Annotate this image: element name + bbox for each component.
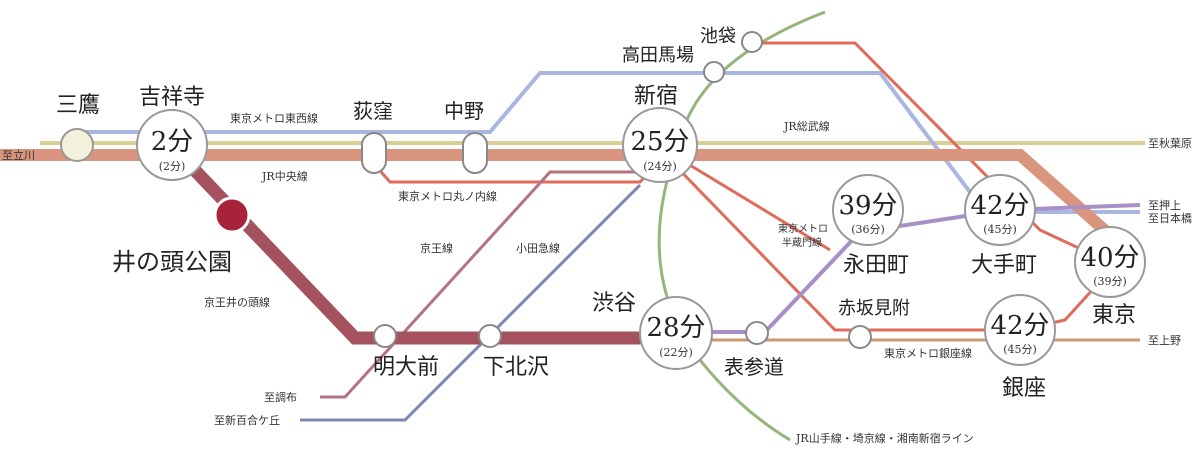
ginza-time: 42分 [990, 311, 1049, 341]
station-nagatacho: 永田町 [843, 253, 909, 278]
dir-akihabara: 至秋葉原 [1148, 136, 1192, 150]
dir-shinyurigaoka: 至新百合ケ丘 [214, 413, 280, 427]
dir-oshiage: 至押上 [1148, 198, 1181, 212]
label-yamanote: JR山手線・埼京線・湘南新宿ライン [795, 431, 974, 445]
keio-line [320, 170, 640, 399]
dir-chofu: 至調布 [264, 390, 297, 404]
station-tokyo: 東京 [1092, 303, 1136, 328]
label-marunouchi: 東京メトロ丸ノ内線 [398, 189, 497, 203]
ogikubo-marker[interactable] [361, 132, 387, 174]
omotesando-marker[interactable] [745, 321, 769, 345]
station-ogikubo: 荻窪 [353, 99, 393, 123]
yamanote-line [657, 10, 826, 442]
otemachi-time: 42分 [970, 191, 1029, 221]
tokyo-time-circle[interactable] [1074, 226, 1146, 298]
dir-nihonbashi: 至日本橋 [1148, 211, 1192, 225]
nagatacho-time-circle[interactable] [832, 174, 904, 246]
dir-ueno: 至上野 [1148, 334, 1181, 347]
label-inokashira: 京王井の頭線 [204, 295, 270, 309]
label-hanzomon-2: 半蔵門線 [782, 236, 822, 249]
station-shibuya: 渋谷 [592, 291, 636, 316]
nagatacho-time: 39分 [838, 191, 897, 221]
station-shimokitazawa: 下北沢 [483, 355, 549, 380]
label-ginza: 東京メトロ銀座線 [884, 346, 972, 360]
ginza-time-sub: (45分) [1003, 343, 1037, 356]
station-otemachi: 大手町 [971, 253, 1037, 278]
inokashira-koen-marker[interactable] [213, 196, 251, 234]
otemachi-time-circle[interactable] [964, 174, 1036, 246]
station-kichijoji: 吉祥寺 [139, 85, 205, 110]
label-tozai: 東京メトロ東西線 [230, 111, 318, 125]
kichijoji-time-circle[interactable] [136, 109, 208, 181]
station-takadanobaba: 高田馬場 [622, 45, 694, 66]
label-chuo: JR中央線 [261, 169, 308, 183]
station-akasakamitsuke: 赤坂見附 [838, 298, 910, 319]
takadanobaba-marker[interactable] [703, 61, 725, 83]
nagatacho-time-sub: (36分) [851, 223, 885, 236]
ginza-time-circle[interactable] [984, 294, 1056, 366]
station-nakano: 中野 [444, 99, 484, 123]
tokyo-time-sub: (39分) [1093, 275, 1127, 288]
kichijoji-time-sub: (2分) [159, 160, 186, 173]
station-inokashira-koen: 井の頭公園 [112, 248, 232, 276]
station-omotesando: 表参道 [724, 355, 784, 379]
nakano-marker[interactable] [462, 132, 488, 174]
station-ikebukuro: 池袋 [700, 26, 736, 47]
station-meidaimae: 明大前 [373, 355, 439, 380]
label-keio: 京王線 [420, 241, 453, 255]
meidaimae-marker[interactable] [373, 324, 397, 348]
odakyu-line [300, 183, 642, 422]
label-hanzomon-1: 東京メトロ [778, 222, 828, 235]
shinjuku-time-sub: (24分) [643, 160, 677, 173]
station-ginza: 銀座 [1002, 376, 1046, 401]
shibuya-time-sub: (22分) [659, 346, 693, 359]
shinjuku-time-circle[interactable] [622, 107, 698, 183]
shimokitazawa-marker[interactable] [478, 324, 502, 348]
otemachi-time-sub: (45分) [983, 223, 1017, 236]
kichijoji-time: 2分 [151, 127, 194, 157]
shinjuku-time: 25分 [630, 127, 689, 157]
station-mitaka: 三鷹 [56, 93, 100, 118]
label-sobu: JR総武線 [783, 119, 830, 133]
station-shinjuku: 新宿 [634, 84, 678, 109]
shibuya-time: 28分 [646, 313, 705, 343]
tokyo-time: 40分 [1080, 243, 1139, 273]
akasakamitsuke-marker[interactable] [848, 325, 872, 349]
label-odakyu: 小田急線 [516, 241, 560, 255]
shibuya-time-circle[interactable] [639, 296, 713, 370]
ikebukuro-marker[interactable] [741, 31, 763, 53]
mitaka-marker[interactable] [60, 128, 94, 162]
dir-tachikawa: 至立川 [2, 148, 35, 162]
